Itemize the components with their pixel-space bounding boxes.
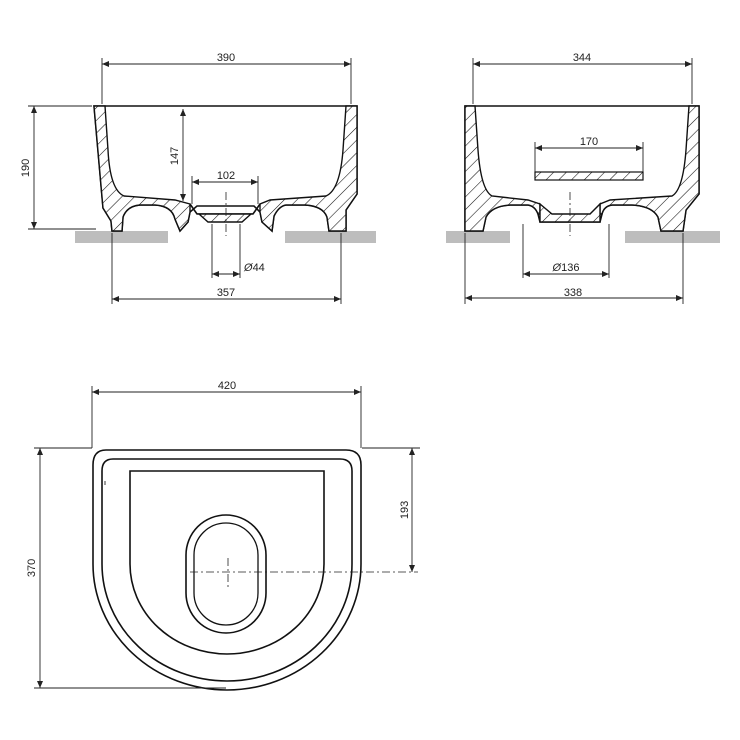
basin-front-outline <box>93 105 358 233</box>
dim-plan-center-offset-label: 193 <box>399 501 411 519</box>
dim-front-height-label: 190 <box>20 159 32 177</box>
dim-front-drain-recess-label: 102 <box>217 170 235 182</box>
dim-plan-depth-label: 370 <box>26 559 38 577</box>
dimension-front-drain-diameter: Ø44 <box>211 224 265 278</box>
plan-outer-rim <box>92 449 362 691</box>
front-wall-right-section <box>259 105 358 233</box>
floor-side-left <box>446 231 510 243</box>
plan-basin-bowl <box>129 470 325 655</box>
dim-front-width-base-label: 357 <box>217 287 235 299</box>
dimension-side-width-base: 338 <box>464 233 684 304</box>
dimension-plan-center-offset: 193 <box>362 447 420 572</box>
dim-side-width-base-label: 338 <box>564 287 582 299</box>
side-overflow-slot <box>534 171 644 181</box>
plan-view: 420 370 193 <box>26 380 420 691</box>
dimension-side-drain-diameter: Ø136 <box>522 224 610 278</box>
dimension-front-width-top: 390 <box>101 52 352 104</box>
plan-inner-rim <box>101 458 353 682</box>
dimension-plan-depth: 370 <box>26 447 226 689</box>
dimension-side-overflow-slot: 170 <box>534 136 644 172</box>
dimension-front-height: 190 <box>20 105 96 230</box>
plan-drain-outer <box>185 514 267 634</box>
plan-drain-inner <box>193 522 259 626</box>
dim-side-overflow-slot-label: 170 <box>580 136 598 148</box>
side-drain-neck <box>539 202 601 223</box>
dim-front-width-top-label: 390 <box>217 52 235 64</box>
side-wall-left-section <box>464 105 541 232</box>
floor-left <box>75 231 168 243</box>
dim-front-drain-diameter-label: Ø44 <box>243 262 265 274</box>
dimension-front-width-base: 357 <box>111 233 342 304</box>
dimension-plan-width: 420 <box>91 380 362 448</box>
dim-side-drain-diameter-label: Ø136 <box>552 262 580 274</box>
dimension-front-depth: 147 <box>169 109 186 201</box>
front-wall-left-section <box>93 105 191 233</box>
dimension-front-drain-recess: 102 <box>191 170 259 204</box>
floor-right <box>285 231 376 243</box>
dim-side-width-top-label: 344 <box>573 52 591 64</box>
side-section-view: 344 170 Ø136 338 <box>446 52 720 304</box>
dim-plan-width-label: 420 <box>218 380 236 392</box>
front-section-view: 390 190 147 102 Ø44 <box>20 52 376 304</box>
front-drain-neck <box>197 213 253 223</box>
side-wall-right-section <box>599 105 700 232</box>
dimension-side-width-top: 344 <box>472 52 693 104</box>
dim-front-depth-label: 147 <box>169 147 181 165</box>
floor-side-right <box>625 231 720 243</box>
